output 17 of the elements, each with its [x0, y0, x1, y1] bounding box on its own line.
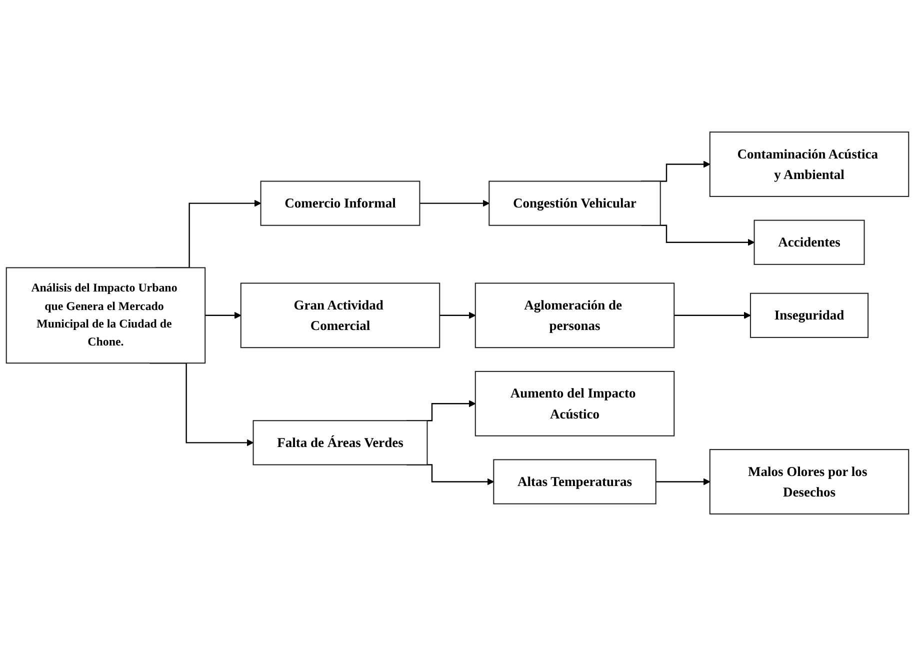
arrow	[674, 312, 751, 319]
arrow	[656, 478, 710, 486]
node-box: Contaminación Acústica y Ambiental	[709, 132, 910, 197]
node-box: Falta de Áreas Verdes	[252, 420, 428, 466]
arrow	[440, 312, 476, 319]
arrow	[205, 312, 242, 319]
arrow	[420, 200, 490, 207]
node-box: Inseguridad	[750, 292, 869, 338]
node-box: Altas Temperaturas	[493, 459, 656, 504]
node-box: Gran Actividad Comercial	[240, 282, 440, 348]
node-box: Accidentes	[754, 220, 865, 265]
node-box: Comercio Informal	[260, 180, 420, 226]
node-box: Análisis del Impacto Urbano que Genera el Mercado Municipal de la Ciudad de Chone.	[6, 267, 206, 364]
node-box: Congestión Vehicular	[488, 180, 661, 226]
node-box: Aumento del Impacto Acústico	[474, 370, 675, 436]
node-box: Aglomeración de personas	[474, 282, 675, 348]
node-box: Malos Olores por los Desechos	[709, 449, 910, 514]
